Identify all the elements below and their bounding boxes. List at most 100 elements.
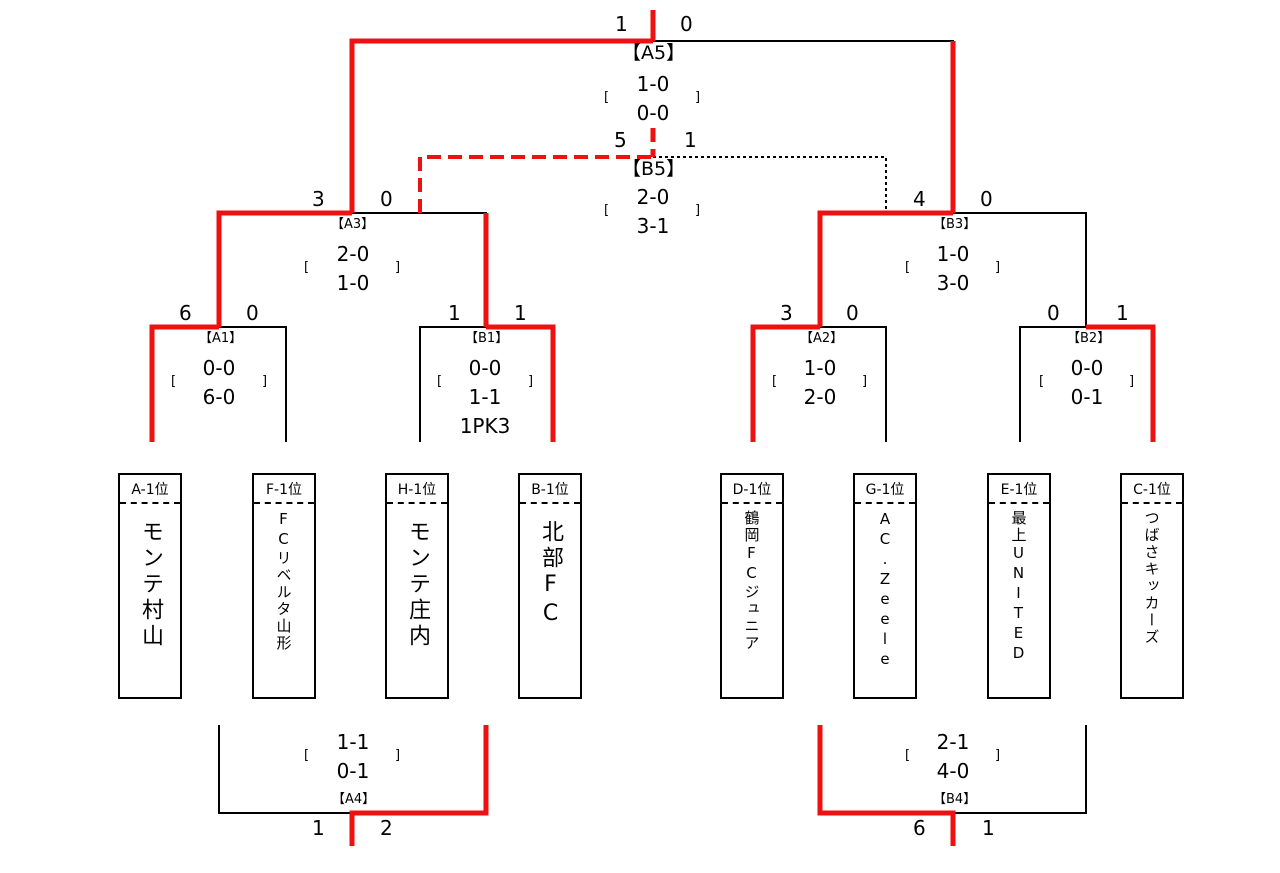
score-right: 1 (1116, 301, 1129, 325)
half-scores: 0-0 0-1 (1054, 354, 1120, 412)
match-label: 【A2】 (800, 331, 844, 346)
team-box-c1: C-1位 つばさキッカーズ (1120, 473, 1184, 699)
team-name: モンテ庄内 (405, 520, 430, 650)
score-left: 3 (312, 187, 325, 211)
match-label: 【A1】 (199, 331, 243, 346)
bracket-open-mark: [ (437, 374, 443, 389)
win-a4 (349, 725, 489, 846)
win-b2 (1086, 324, 1156, 442)
match-label: 【B2】 (1067, 331, 1111, 346)
half1-score: 0-0 (202, 356, 236, 380)
half2-score: 4-0 (936, 759, 970, 783)
bracket-close-mark: ] (862, 374, 868, 389)
half-scores: 2-0 1-0 (320, 240, 386, 298)
team-name-wrap: AC.Zeele (855, 504, 915, 670)
half2-score: 6-0 (202, 385, 236, 409)
team-box-e1: E-1位 最上UNITED (987, 473, 1051, 699)
team-seed: C-1位 (1122, 475, 1182, 504)
bracket-close-mark: ] (1129, 374, 1135, 389)
bracket-open-mark: [ (604, 90, 610, 105)
team-seed: F-1位 (254, 475, 314, 504)
team-name-wrap: 鶴岡FCジュニア (722, 504, 782, 652)
half-scores: 0-0 1-1 1PK3 (452, 354, 518, 441)
score-left: 1 (448, 301, 461, 325)
team-seed: E-1位 (989, 475, 1049, 504)
team-box-b1: B-1位 北部FC (518, 473, 582, 699)
score-right: 2 (380, 816, 393, 840)
team-name-wrap: 北部FC (520, 504, 580, 630)
score-left: 6 (179, 301, 192, 325)
team-name-wrap: 最上UNITED (989, 504, 1049, 664)
half2-score: 1-0 (336, 271, 370, 295)
half2-score: 0-1 (336, 759, 370, 783)
score-right: 1 (514, 301, 527, 325)
win-a1 (149, 324, 219, 442)
bracket-open-mark: [ (1039, 374, 1045, 389)
bracket-close-mark: ] (528, 374, 534, 389)
bracket-open-mark: [ (304, 748, 310, 763)
match-label: 【B5】 (622, 158, 686, 180)
score-left: 0 (1047, 301, 1060, 325)
bracket-close-mark: ] (995, 748, 1001, 763)
line-b5-right (653, 156, 887, 213)
score-left: 6 (913, 816, 926, 840)
bracket-close-mark: ] (262, 374, 268, 389)
bracket-open-mark: [ (772, 374, 778, 389)
half-scores: 0-0 6-0 (186, 354, 252, 412)
pk-score: 1PK3 (459, 414, 511, 438)
win-b4 (817, 725, 956, 846)
match-label: 【B4】 (933, 792, 977, 807)
half1-score: 1-0 (936, 242, 970, 266)
score-right: 1 (982, 816, 995, 840)
bracket-open-mark: [ (905, 260, 911, 275)
team-name: 最上UNITED (1009, 510, 1028, 664)
match-label: 【A4】 (332, 792, 376, 807)
half-scores: 1-1 0-1 (320, 728, 386, 786)
team-seed: G-1位 (855, 475, 915, 504)
score-right: 0 (680, 12, 693, 36)
win-a3 (216, 210, 352, 327)
team-name: 鶴岡FCジュニア (742, 510, 761, 652)
win-a5-left (349, 38, 653, 213)
bracket-open-mark: [ (171, 374, 177, 389)
team-box-a1: A-1位 モンテ村山 (118, 473, 182, 699)
half2-score: 0-1 (1070, 385, 1104, 409)
bracket-open-mark: [ (304, 260, 310, 275)
match-label: 【A5】 (622, 42, 686, 64)
bracket-close-mark: ] (695, 203, 701, 218)
team-box-h1: H-1位 モンテ庄内 (385, 473, 449, 699)
score-left: 5 (614, 128, 627, 152)
team-seed: B-1位 (520, 475, 580, 504)
team-name: AC.Zeele (876, 510, 894, 670)
score-left: 1 (312, 816, 325, 840)
score-right: 0 (380, 187, 393, 211)
team-seed: D-1位 (722, 475, 782, 504)
win-b1 (486, 324, 556, 442)
team-box-d1: D-1位 鶴岡FCジュニア (720, 473, 784, 699)
half2-score: 2-0 (803, 385, 837, 409)
half-scores: 1-0 0-0 (620, 70, 686, 128)
score-left: 3 (780, 301, 793, 325)
team-name-wrap: モンテ村山 (120, 504, 180, 650)
half1-score: 1-1 (336, 730, 370, 754)
team-name: 北部FC (538, 520, 563, 630)
half2-score: 1-1 (468, 385, 502, 409)
team-name-wrap: モンテ庄内 (387, 504, 447, 650)
half-scores: 2-1 4-0 (920, 728, 986, 786)
win-a2 (750, 324, 820, 442)
half2-score: 0-0 (636, 101, 670, 125)
half1-score: 2-0 (636, 185, 670, 209)
match-label: 【B3】 (933, 217, 977, 232)
bracket-open-mark: [ (604, 203, 610, 218)
team-seed: H-1位 (387, 475, 447, 504)
team-seed: A-1位 (120, 475, 180, 504)
half1-score: 1-0 (636, 72, 670, 96)
half1-score: 2-0 (336, 242, 370, 266)
win-b3 (817, 210, 953, 327)
match-label: 【B1】 (465, 331, 509, 346)
match-label: 【A3】 (331, 217, 375, 232)
half1-score: 2-1 (936, 730, 970, 754)
winner-paths (149, 10, 1156, 846)
team-name-wrap: FCリベルタ山形 (254, 504, 314, 652)
